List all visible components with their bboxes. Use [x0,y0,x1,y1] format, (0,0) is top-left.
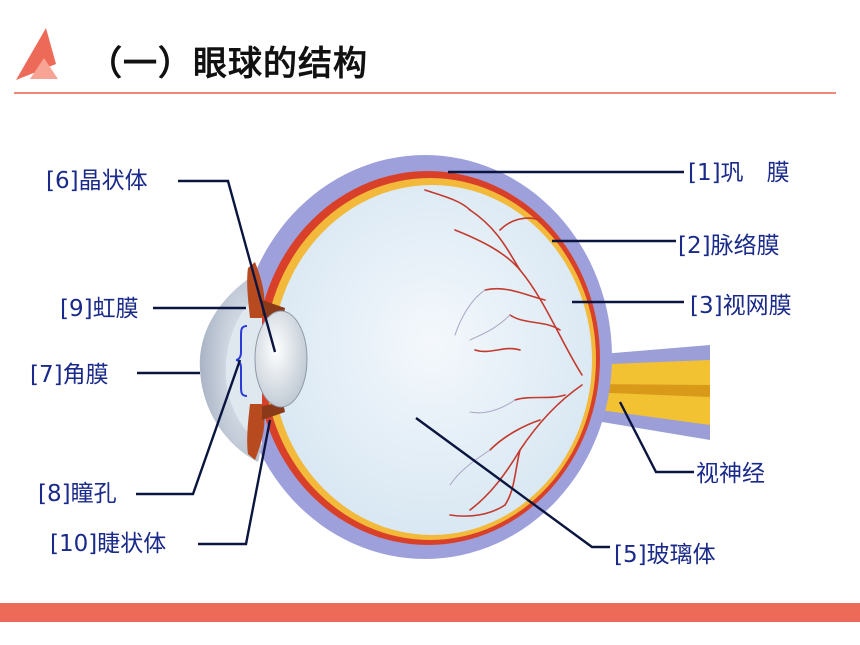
leader-line-optic-nerve [618,401,694,474]
label-pupil: [8]瞳孔 [38,481,117,507]
leader-line-pupil [136,359,242,496]
leader-line-ciliary [198,419,272,546]
label-sclera: [1]巩 膜 [688,160,790,186]
label-retina: [3]视网膜 [690,293,792,319]
page-title: （一）眼球的结构 [88,44,368,84]
label-ciliary-body: [10]睫状体 [50,531,167,557]
label-lens: [6]晶状体 [46,168,148,194]
label-iris: [9]虹膜 [60,296,139,322]
header-divider [14,92,836,94]
label-vitreous: [5]玻璃体 [614,542,716,568]
label-optic-nerve: 视神经 [696,461,765,487]
leader-line-lens [178,179,277,353]
footer-bar [0,603,860,622]
vitreous-shape [272,185,592,535]
blood-vessels-faint [449,289,516,486]
header-triangle-icon [16,28,58,80]
optic-nerve-shape [585,345,710,440]
cornea-shape [199,272,262,462]
pupil-bracket [235,325,248,397]
label-cornea: [7]角膜 [30,362,109,388]
iris-ciliary-shape [247,262,285,460]
leader-lines [136,170,694,549]
lens-shape [254,310,308,408]
label-choroid: [2]脉络膜 [678,233,780,259]
leader-line-vitreous [415,417,610,549]
blood-vessels [424,189,583,517]
